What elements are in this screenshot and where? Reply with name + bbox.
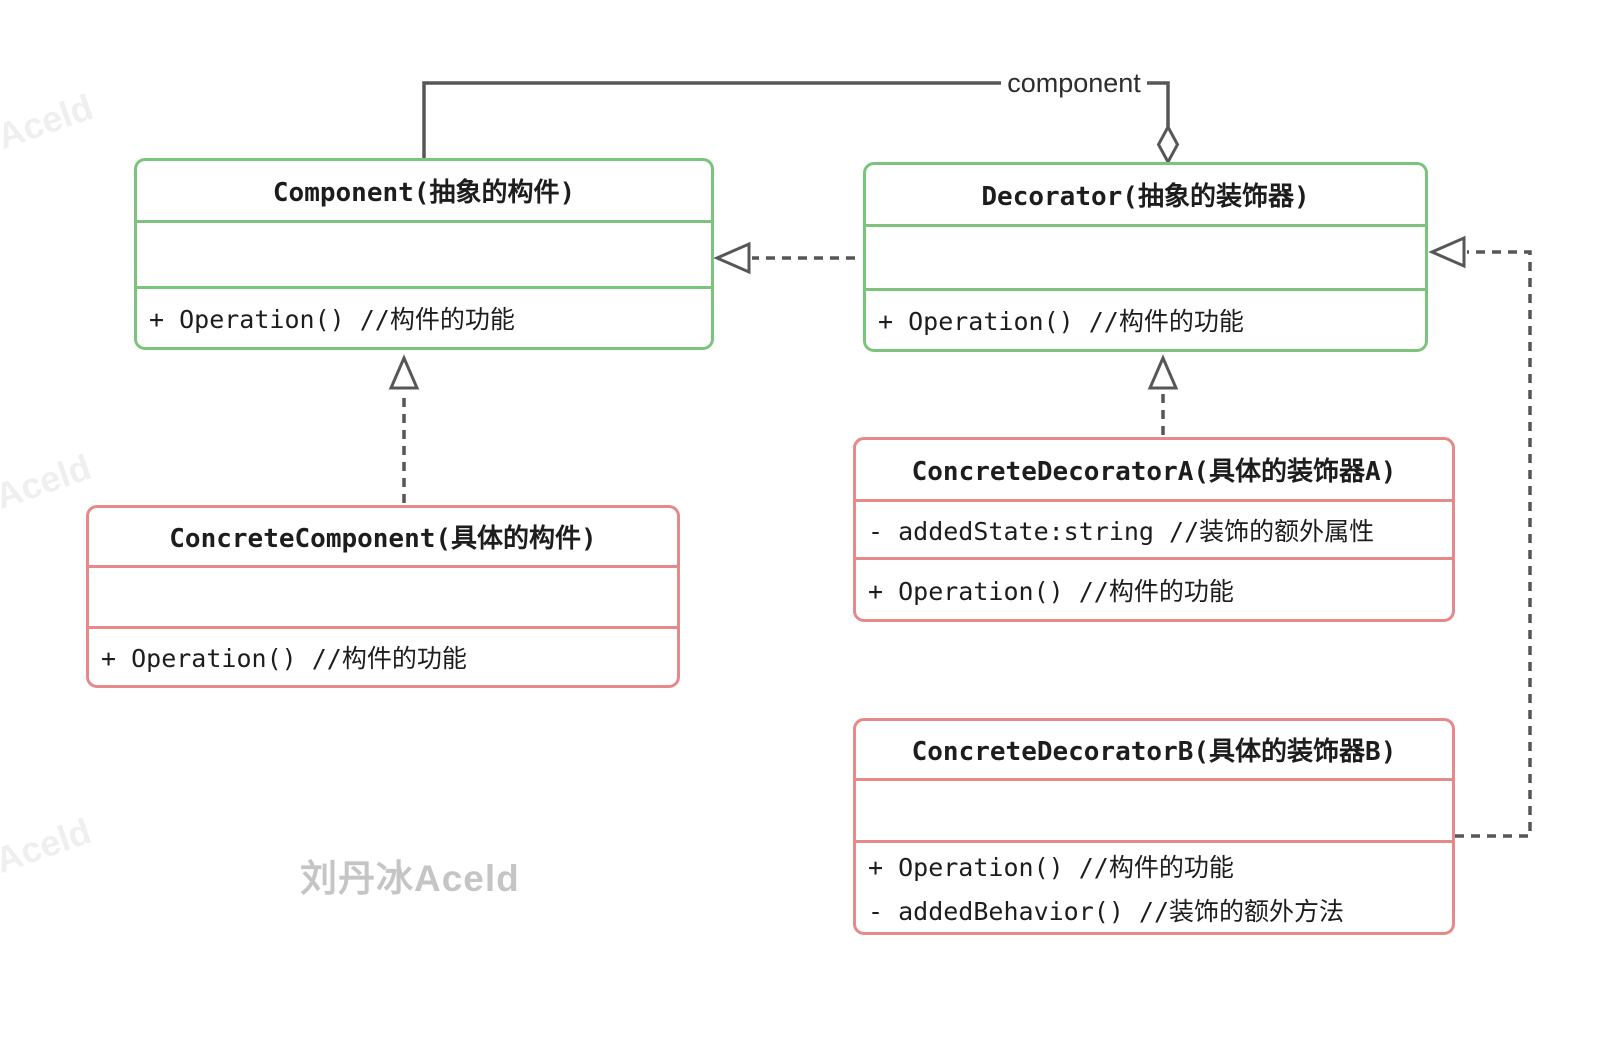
- generalization-arrow-concretedecoratora-to-decorator: [1147, 354, 1179, 435]
- generalization-arrow-decorator-to-component: [713, 241, 855, 275]
- class-methods: + Operation() //构件的功能 - addedBehavior() …: [856, 843, 1452, 932]
- aggregation-diamond-icon: [1156, 123, 1180, 166]
- class-attributes-empty: [137, 223, 711, 289]
- class-methods: + Operation() //构件的功能: [89, 629, 677, 685]
- class-attributes-empty: [866, 227, 1425, 291]
- class-methods: + Operation() //构件的功能: [866, 291, 1425, 349]
- method-row: + Operation() //构件的功能: [868, 576, 1234, 606]
- method-row: + Operation() //构件的功能: [149, 305, 515, 334]
- generalization-arrow-concretedecoratorb-to-decorator: [1428, 235, 1532, 838]
- class-title: ConcreteDecoratorA(具体的装饰器A): [856, 440, 1452, 502]
- class-box-component: Component(抽象的构件) + Operation() //构件的功能: [134, 158, 714, 350]
- watermark-author: 刘丹冰Aceld: [300, 858, 520, 899]
- class-box-concrete-decorator-a: ConcreteDecoratorA(具体的装饰器A) - addedState…: [853, 437, 1455, 622]
- attribute-row: - addedState:string //装饰的额外属性: [868, 516, 1375, 546]
- class-attributes-empty: [856, 781, 1452, 843]
- hollow-triangle-icon: [388, 354, 420, 390]
- class-box-concrete-component: ConcreteComponent(具体的构件) + Operation() /…: [86, 505, 680, 688]
- method-row: - addedBehavior() //装饰的额外方法: [868, 896, 1345, 926]
- class-box-concrete-decorator-b: ConcreteDecoratorB(具体的装饰器B) + Operation(…: [853, 718, 1455, 935]
- method-row: + Operation() //构件的功能: [868, 852, 1234, 882]
- hollow-triangle-icon: [713, 241, 751, 275]
- aggregation-label-component: component: [1001, 67, 1147, 99]
- method-row: + Operation() //构件的功能: [878, 307, 1244, 336]
- generalization-arrow-concretecomponent-to-component: [388, 354, 420, 503]
- class-methods: + Operation() //构件的功能: [856, 560, 1452, 619]
- class-box-decorator: Decorator(抽象的装饰器) + Operation() //构件的功能: [863, 162, 1428, 352]
- method-row: + Operation() //构件的功能: [101, 644, 467, 673]
- hollow-triangle-icon: [1147, 354, 1179, 390]
- class-title: ConcreteDecoratorB(具体的装饰器B): [856, 721, 1452, 781]
- class-title: Decorator(抽象的装饰器): [866, 165, 1425, 227]
- class-attributes-empty: [89, 568, 677, 629]
- class-title: Component(抽象的构件): [137, 161, 711, 223]
- class-methods: + Operation() //构件的功能: [137, 289, 711, 347]
- hollow-triangle-icon: [1428, 235, 1466, 269]
- class-attributes: - addedState:string //装饰的额外属性: [856, 502, 1452, 560]
- class-title: ConcreteComponent(具体的构件): [89, 508, 677, 568]
